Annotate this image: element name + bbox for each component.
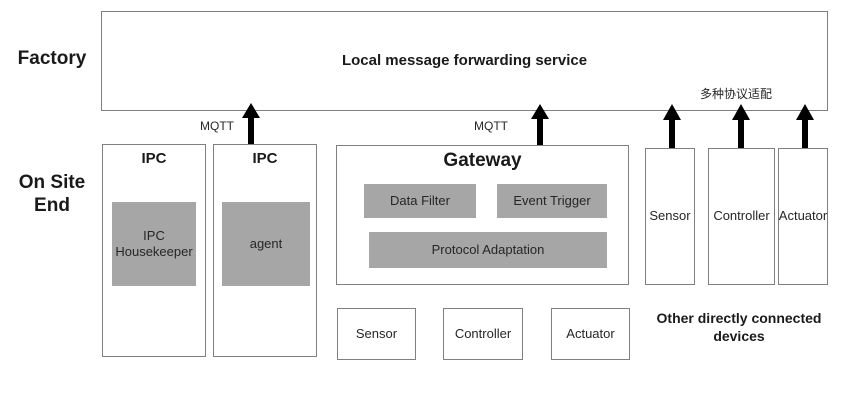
direct-device-controller[interactable]: Controller: [708, 148, 775, 285]
mqtt-label-ipc: MQTT: [200, 119, 234, 133]
tier-label-on-site-end: On Site End: [18, 172, 86, 216]
local-message-forwarding-service-title: Local message forwarding service: [341, 51, 588, 69]
local-message-forwarding-service-box[interactable]: [101, 11, 828, 111]
mqtt-label-gateway: MQTT: [474, 119, 508, 133]
direct-device-sensor[interactable]: Sensor: [645, 148, 695, 285]
gateway-device-sensor[interactable]: Sensor: [337, 308, 416, 360]
arrow-up-icon-ipc-mqtt: [241, 103, 261, 148]
direct-device-actuator[interactable]: Actuator: [778, 148, 828, 285]
gateway-module-event-trigger[interactable]: Event Trigger: [497, 184, 607, 218]
gateway-module-data-filter[interactable]: Data Filter: [364, 184, 476, 218]
arrow-bidirectional-icon-sensor-link: [662, 104, 682, 172]
arrow-bidirectional-icon-gateway-mqtt: [530, 104, 550, 167]
gateway-module-protocol-adaptation[interactable]: Protocol Adaptation: [369, 232, 607, 268]
arrow-bidirectional-icon-controller-link: [731, 104, 751, 172]
arrow-bidirectional-icon-actuator-link: [795, 104, 815, 172]
tier-label-factory: Factory: [17, 47, 87, 69]
ipc-agent-title: IPC: [252, 149, 278, 167]
ipc-housekeeper-title: IPC: [141, 149, 167, 167]
gateway-device-actuator[interactable]: Actuator: [551, 308, 630, 360]
ipc-housekeeper-component[interactable]: IPC Housekeeper: [112, 202, 196, 286]
gateway-device-controller[interactable]: Controller: [443, 308, 523, 360]
direct-devices-caption: Other directly connected devices: [656, 309, 822, 344]
gateway-title: Gateway: [443, 150, 522, 171]
protocol-adaptation-note: 多种协议适配: [699, 86, 772, 101]
ipc-agent-component[interactable]: agent: [222, 202, 310, 286]
